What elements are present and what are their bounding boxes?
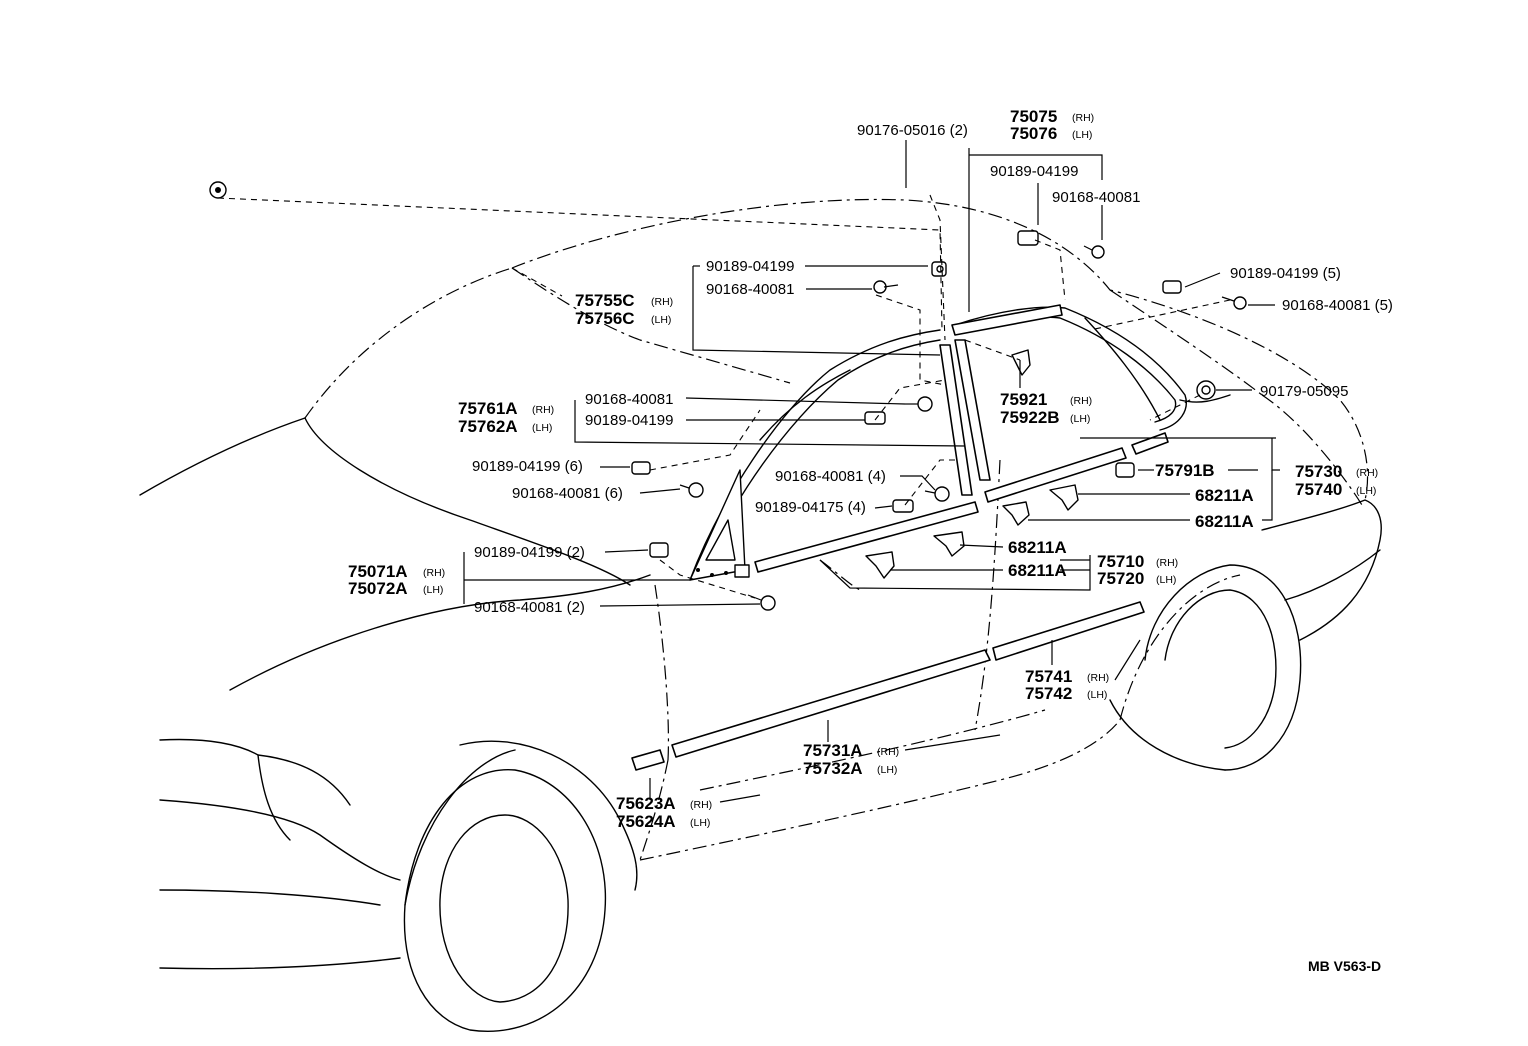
- label-75076-side: (LH): [1072, 129, 1092, 141]
- clip-90179: [1196, 380, 1216, 400]
- callout-labels: 90176-05016 (2) 75075 (RH) 75076 (LH) 90…: [348, 107, 1393, 974]
- label-90189-04199-a: 90189-04199: [706, 258, 794, 275]
- label-75762A: 75762A: [458, 417, 518, 436]
- label-75071A: 75071A: [348, 562, 408, 581]
- label-75075-side: (RH): [1072, 112, 1094, 124]
- label-90189-04175-4: 90189-04175 (4): [755, 499, 866, 516]
- label-68211A-4: 68211A: [1008, 561, 1067, 580]
- screw-top-b: [1083, 245, 1105, 259]
- label-75072A-side: (LH): [423, 584, 443, 596]
- part-75921: [1011, 349, 1031, 376]
- label-75922B: 75922B: [1000, 408, 1060, 427]
- screw-4: [924, 486, 950, 502]
- clip-68211A-4: [865, 551, 895, 579]
- clip-68211A-3: [933, 531, 965, 557]
- window-frames: [689, 304, 1231, 581]
- clip-4: [892, 499, 914, 513]
- clip-68211A-1: [1049, 484, 1079, 511]
- mouldings: [631, 432, 1169, 771]
- label-75623A-side: (RH): [690, 799, 712, 811]
- label-75755C-side: (RH): [651, 296, 673, 308]
- label-75921-side: (RH): [1070, 395, 1092, 407]
- clip-6: [631, 461, 651, 475]
- label-75791B: 75791B: [1155, 461, 1215, 480]
- label-75731A: 75731A: [803, 741, 863, 760]
- label-75623A: 75623A: [616, 794, 676, 813]
- clip-top-a: [931, 261, 947, 277]
- fasteners: [209, 181, 1247, 611]
- screw-5: [1221, 296, 1247, 310]
- label-75624A-side: (LH): [690, 817, 710, 829]
- label-75624A: 75624A: [616, 812, 676, 831]
- label-75710: 75710: [1097, 552, 1144, 571]
- screw-a: [873, 280, 899, 294]
- label-75742: 75742: [1025, 684, 1072, 703]
- label-75730: 75730: [1295, 462, 1342, 481]
- label-68211A-3: 68211A: [1008, 538, 1067, 557]
- label-75921: 75921: [1000, 390, 1047, 409]
- leader-lines: [217, 140, 1280, 803]
- clip-2: [649, 542, 669, 558]
- label-75731A-side: (RH): [877, 746, 899, 758]
- label-75075: 75075: [1010, 107, 1057, 126]
- label-90168-40081-2: 90168-40081 (2): [474, 599, 585, 616]
- label-90189-04199-6: 90189-04199 (6): [472, 458, 583, 475]
- label-75732A-side: (LH): [877, 764, 897, 776]
- screw-6: [679, 482, 704, 498]
- label-90168-40081-top: 90168-40081: [1052, 189, 1140, 206]
- label-75072A: 75072A: [348, 579, 408, 598]
- clip-5: [1162, 280, 1182, 294]
- label-75720: 75720: [1097, 569, 1144, 588]
- label-68211A-2: 68211A: [1195, 512, 1254, 531]
- label-90168-40081-4: 90168-40081 (4): [775, 468, 886, 485]
- label-75761A: 75761A: [458, 399, 518, 418]
- label-75762A-side: (LH): [532, 422, 552, 434]
- screw-b: [905, 396, 933, 412]
- clip-75791B: [1115, 462, 1135, 478]
- label-75076: 75076: [1010, 124, 1057, 143]
- clip-90176-a: [209, 181, 227, 199]
- clip-68211A-2: [1002, 501, 1030, 526]
- label-75741: 75741: [1025, 667, 1072, 686]
- screw-2: [747, 594, 776, 611]
- label-75732A: 75732A: [803, 759, 863, 778]
- label-75741-side: (RH): [1087, 672, 1109, 684]
- label-75742-side: (LH): [1087, 689, 1107, 701]
- label-90168-40081-b: 90168-40081: [585, 391, 673, 408]
- label-90189-04199-top: 90189-04199: [990, 163, 1078, 180]
- clip-top-b: [1017, 230, 1039, 246]
- label-90179-05095: 90179-05095: [1260, 383, 1348, 400]
- label-75071A-side: (RH): [423, 567, 445, 579]
- label-75710-side: (RH): [1156, 557, 1178, 569]
- label-75720-side: (LH): [1156, 574, 1176, 586]
- label-75761A-side: (RH): [532, 404, 554, 416]
- label-75756C-side: (LH): [651, 314, 671, 326]
- label-90168-40081-6: 90168-40081 (6): [512, 485, 623, 502]
- label-90189-04199-5: 90189-04199 (5): [1230, 265, 1341, 282]
- label-90189-04199-2: 90189-04199 (2): [474, 544, 585, 561]
- label-75755C: 75755C: [575, 291, 635, 310]
- label-90189-04199-b: 90189-04199: [585, 412, 673, 429]
- label-75740: 75740: [1295, 480, 1342, 499]
- clip-b: [864, 411, 886, 425]
- label-90176-05016: 90176-05016 (2): [857, 122, 968, 139]
- label-75730-side: (RH): [1356, 467, 1378, 479]
- label-90168-40081-5: 90168-40081 (5): [1282, 297, 1393, 314]
- label-75740-side: (LH): [1356, 485, 1376, 497]
- reference-code: MB V563-D: [1308, 958, 1381, 974]
- label-68211A-1: 68211A: [1195, 486, 1254, 505]
- label-75756C: 75756C: [575, 309, 635, 328]
- label-90168-40081-a: 90168-40081: [706, 281, 794, 298]
- label-75922B-side: (LH): [1070, 413, 1090, 425]
- car-body-outline: [139, 198, 1382, 1032]
